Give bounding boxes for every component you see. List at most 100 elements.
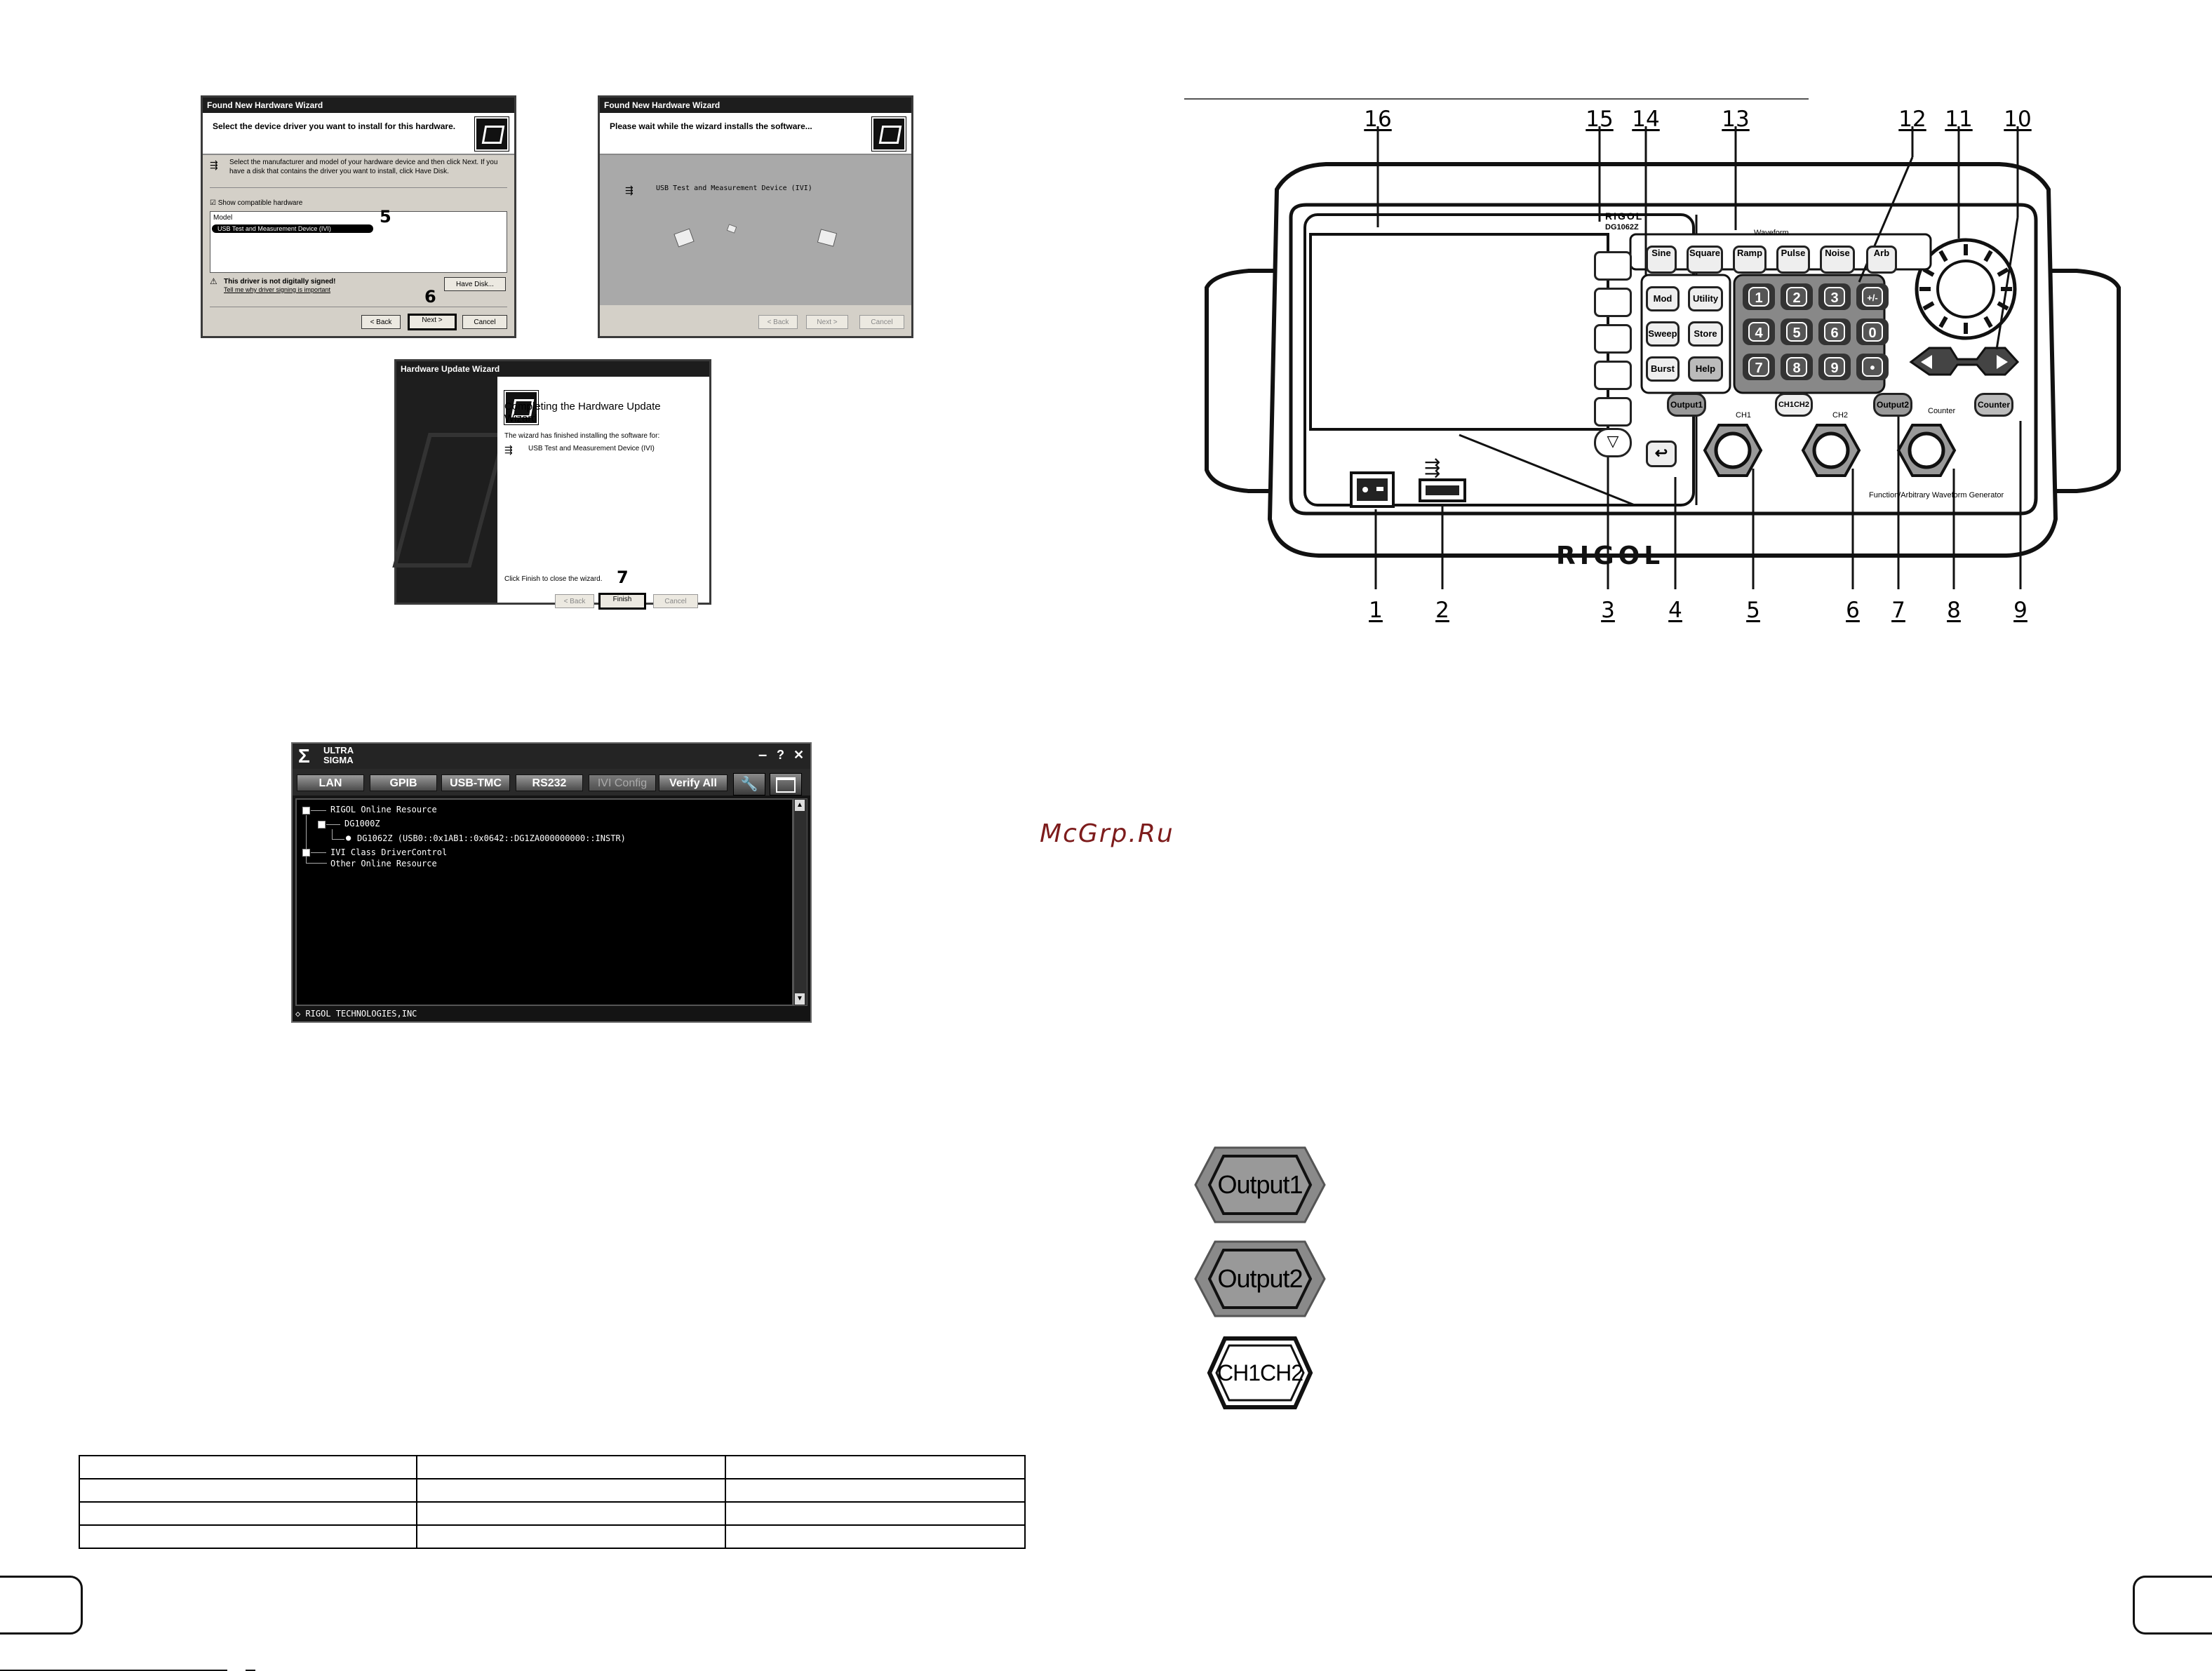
- utility-key[interactable]: Utility: [1688, 286, 1723, 311]
- rigol-base-logo: RIGOL: [1556, 542, 1664, 570]
- wizard-completing: Hardware Update Wizard Completing the Ha…: [392, 359, 711, 610]
- output1-key[interactable]: Output1: [1667, 393, 1706, 417]
- output2-key[interactable]: Output2: [1873, 393, 1912, 417]
- tree-item-ivi-class[interactable]: IVI Class DriverControl: [330, 847, 448, 857]
- burst-key[interactable]: Burst: [1646, 356, 1680, 382]
- tab-usb-tmc[interactable]: USB-TMC: [441, 774, 510, 791]
- next-button[interactable]: Next >: [806, 315, 848, 329]
- wrench-icon[interactable]: 🔧: [733, 773, 765, 796]
- num-key-3[interactable]: 3: [1818, 283, 1851, 310]
- softkey-5[interactable]: [1594, 397, 1632, 427]
- ch1ch2-key[interactable]: CH1CH2: [1775, 393, 1813, 417]
- num-key-1[interactable]: 1: [1743, 283, 1775, 310]
- ramp-key[interactable]: Ramp: [1733, 246, 1767, 274]
- tab-lan[interactable]: LAN: [297, 774, 364, 791]
- label-1: 1: [1369, 598, 1383, 623]
- sweep-key[interactable]: Sweep: [1646, 321, 1680, 347]
- panel-model: DG1062Z: [1605, 223, 1639, 231]
- num-key-label: 7: [1748, 357, 1769, 377]
- cancel-button[interactable]: Cancel: [859, 315, 904, 329]
- sine-key[interactable]: Sine: [1646, 246, 1677, 274]
- help-button[interactable]: ?: [777, 748, 784, 762]
- arb-key[interactable]: Arb: [1866, 246, 1897, 274]
- label-5: 5: [1746, 598, 1760, 623]
- next-button[interactable]: Next >: [408, 314, 457, 330]
- back-button[interactable]: < Back: [555, 594, 594, 608]
- softkey-1[interactable]: [1594, 251, 1632, 281]
- output1-key-shape: [1194, 1146, 1326, 1223]
- num-key-7[interactable]: 7: [1743, 354, 1775, 380]
- expand-model-icon[interactable]: [318, 821, 326, 828]
- scroll-down-icon[interactable]: ▼: [795, 993, 805, 1005]
- num-key-9[interactable]: 9: [1818, 354, 1851, 380]
- label-8: 8: [1947, 598, 1961, 623]
- wizard-title: Hardware Update Wizard: [396, 361, 709, 377]
- minimize-button[interactable]: –: [758, 746, 768, 763]
- expand-root-icon[interactable]: [302, 807, 310, 814]
- tab-rs232[interactable]: RS232: [516, 774, 583, 791]
- front-panel-rule: [1184, 98, 1809, 100]
- square-key[interactable]: Square: [1687, 246, 1723, 274]
- label-6: 6: [1846, 598, 1860, 623]
- big-output2-key: Output2: [1193, 1239, 1327, 1319]
- ultra-sigma-toolbar: LAN GPIB USB-TMC RS232 IVI Config Verify…: [293, 769, 810, 796]
- counter-key[interactable]: Counter: [1974, 393, 2013, 417]
- callout-7: 7: [617, 568, 629, 587]
- warning-icon: ⚠: [210, 276, 217, 286]
- softkey-4[interactable]: [1594, 361, 1632, 390]
- finish-button[interactable]: Finish: [598, 593, 646, 610]
- bottom-rule-short: [246, 1670, 255, 1671]
- num-key-8[interactable]: 8: [1781, 354, 1813, 380]
- tab-verify-all[interactable]: Verify All: [659, 774, 728, 791]
- cancel-button[interactable]: Cancel: [653, 594, 698, 608]
- mod-key[interactable]: Mod: [1646, 286, 1680, 311]
- tree-item-rigol-online[interactable]: RIGOL Online Resource: [330, 805, 437, 814]
- cancel-button[interactable]: Cancel: [462, 315, 507, 329]
- softkey-page-down[interactable]: ▽: [1594, 428, 1632, 457]
- num-key-0[interactable]: 0: [1856, 318, 1889, 345]
- model-listbox[interactable]: Model USB Test and Measurement Device (I…: [210, 211, 507, 273]
- back-button[interactable]: < Back: [758, 315, 798, 329]
- big-ch1ch2-key: CH1CH2: [1193, 1333, 1327, 1413]
- num-key-plus-minus[interactable]: +/-: [1856, 283, 1889, 310]
- softkey-3[interactable]: [1594, 324, 1632, 354]
- help-key[interactable]: Help: [1688, 356, 1723, 382]
- empty-table: [79, 1455, 1026, 1549]
- installed-device: USB Test and Measurement Device (IVI): [528, 445, 655, 452]
- left-page-tab: [0, 1576, 83, 1635]
- label-7: 7: [1891, 598, 1905, 623]
- num-key-2[interactable]: 2: [1781, 283, 1813, 310]
- install-area: ⇶ USB Test and Measurement Device (IVI): [600, 155, 911, 305]
- num-key-label: +/-: [1862, 287, 1883, 307]
- num-key-4[interactable]: 4: [1743, 318, 1775, 345]
- tab-gpib[interactable]: GPIB: [370, 774, 437, 791]
- back-button[interactable]: < Back: [361, 315, 401, 329]
- pulse-key[interactable]: Pulse: [1776, 246, 1810, 274]
- tree-item-device[interactable]: DG1062Z (USB0::0x1AB1::0x0642::DG1ZA0000…: [357, 833, 626, 843]
- store-key[interactable]: Store: [1688, 321, 1723, 347]
- expand-ivi-icon[interactable]: [302, 849, 310, 857]
- num-key-6[interactable]: 6: [1818, 318, 1851, 345]
- num-key-label: 9: [1824, 357, 1845, 377]
- table-row: [79, 1455, 1026, 1479]
- scroll-up-icon[interactable]: ▲: [795, 800, 805, 811]
- noise-key[interactable]: Noise: [1820, 246, 1855, 274]
- tree-item-other-online[interactable]: Other Online Resource: [330, 859, 437, 868]
- close-button[interactable]: ✕: [793, 748, 805, 762]
- num-key-label: 3: [1824, 287, 1845, 307]
- callout-5: 5: [380, 207, 391, 227]
- softkey-2[interactable]: [1594, 288, 1632, 317]
- completion-heading: Completing the Hardware Update Wizard: [504, 401, 661, 424]
- banner-graphic: [392, 433, 507, 568]
- num-key-dot[interactable]: •: [1856, 354, 1889, 380]
- tree-scrollbar[interactable]: ▲ ▼: [793, 798, 807, 1006]
- driver-signing-link[interactable]: Tell me why driver signing is important: [224, 286, 331, 293]
- num-key-5[interactable]: 5: [1781, 318, 1813, 345]
- tab-ivi-config[interactable]: IVI Config: [589, 774, 656, 791]
- have-disk-button[interactable]: Have Disk...: [444, 277, 506, 291]
- tree-item-dg1000z[interactable]: DG1000Z: [344, 819, 380, 828]
- window-icon[interactable]: [770, 773, 802, 796]
- model-list-item[interactable]: USB Test and Measurement Device (IVI): [212, 224, 373, 233]
- return-key[interactable]: ↩: [1646, 441, 1677, 467]
- show-compatible-checkbox[interactable]: ☑ Show compatible hardware: [210, 199, 303, 207]
